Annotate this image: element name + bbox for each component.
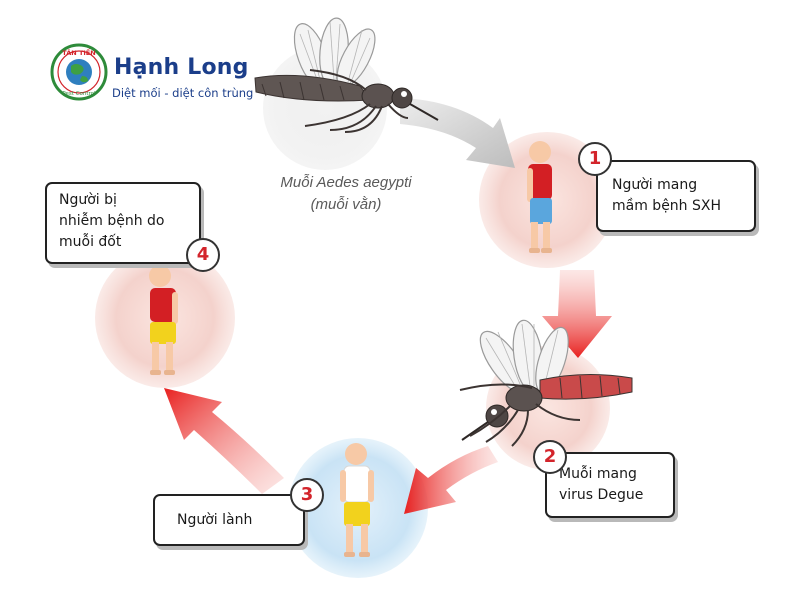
- step-4-badge: 4: [186, 238, 220, 272]
- svg-text:Pest Control: Pest Control: [62, 91, 96, 97]
- step-1-line-2: mầm bệnh SXH: [612, 198, 722, 214]
- step-4-line-2: nhiễm bệnh do: [59, 213, 165, 229]
- svg-text:TÂN TIẾN: TÂN TIẾN: [62, 47, 95, 57]
- person-healthy-figure: [340, 443, 374, 557]
- step-1-badge: 1: [578, 142, 612, 176]
- step-2-box: Muỗi mang virus Degue: [545, 452, 675, 518]
- mosquito-top-illustration: [254, 17, 439, 133]
- step-4-box: Người bị nhiễm bệnh do muỗi đốt: [45, 182, 201, 264]
- step-4-line-3: muỗi đốt: [59, 234, 122, 250]
- step-2-line-1: Muỗi mang: [559, 466, 637, 482]
- person-infected-figure: [149, 265, 178, 375]
- company-logo: TÂN TIẾN Pest Control: [50, 43, 108, 101]
- brand-name: Hạnh Long: [114, 55, 249, 80]
- step-3-box: Người lành: [153, 494, 305, 546]
- red-arrow-step-2-to-step-3: [404, 446, 498, 514]
- mosquito-species-caption: Muỗi Aedes aegypti (muỗi vằn): [236, 172, 456, 216]
- brand-tagline: Diệt mối - diệt côn trùng: [112, 86, 254, 100]
- step-3-line-1: Người lành: [177, 512, 253, 528]
- step-2-line-2: virus Degue: [559, 487, 644, 503]
- step-3-badge: 3: [290, 478, 324, 512]
- step-1-line-1: Người mang: [612, 177, 698, 193]
- red-arrow-step-3-to-step-4: [164, 388, 284, 494]
- person-carrier-figure: [527, 141, 552, 253]
- mosquito-infected-illustration: [459, 319, 633, 447]
- caption-line-1: Muỗi Aedes aegypti: [280, 174, 412, 191]
- step-2-badge: 2: [533, 440, 567, 474]
- step-4-line-1: Người bị: [59, 192, 117, 208]
- step-1-box: Người mang mầm bệnh SXH: [596, 160, 756, 232]
- caption-line-2: (muỗi vằn): [310, 196, 382, 213]
